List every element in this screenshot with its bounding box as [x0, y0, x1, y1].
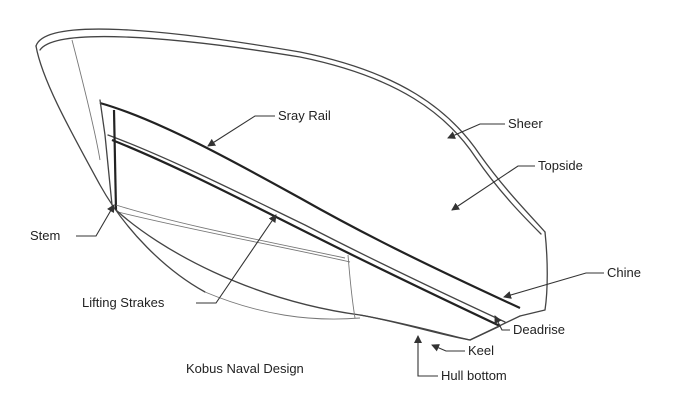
- chine-label: Chine: [607, 265, 641, 280]
- sheer-label: Sheer: [508, 116, 543, 131]
- keel-label: Keel: [468, 343, 494, 358]
- spray-rail-bottom: [107, 134, 506, 323]
- hull-bottom-leader: [414, 335, 438, 377]
- credit-label: Kobus Naval Design: [186, 361, 304, 376]
- hull-bottom-label: Hull bottom: [441, 368, 507, 383]
- sheer-leader: [447, 123, 505, 139]
- bottom-run: [359, 314, 521, 341]
- lifting-strake-1: [115, 204, 346, 259]
- spray-rail-top: [99, 101, 521, 309]
- lifting-strake-2: [117, 211, 351, 263]
- keel-line: [115, 209, 471, 341]
- topside-leader: [451, 165, 535, 211]
- transom-edge: [519, 231, 548, 317]
- spray-rail-leader: [207, 115, 275, 147]
- stem-line: [112, 109, 118, 211]
- deadrise-label: Deadrise: [513, 322, 565, 337]
- chine-leader: [503, 272, 604, 299]
- bow-construction-line: [71, 39, 101, 161]
- deadrise-edge: [469, 325, 501, 341]
- keel-leader: [431, 344, 465, 352]
- lifting-strakes-label: Lifting Strakes: [82, 295, 165, 310]
- labels: Sray Rail Sheer Topside Stem Chine Lifti…: [30, 108, 641, 383]
- stem-leader: [76, 204, 115, 237]
- leader-lines: [76, 115, 604, 377]
- lifting-strakes-leader: [196, 214, 277, 304]
- keel-line-2: [204, 291, 361, 320]
- chine-line: [111, 138, 501, 327]
- hull-drawing: [35, 28, 548, 341]
- sheer-line-inner: [39, 35, 542, 235]
- stem-label: Stem: [30, 228, 60, 243]
- sheer-line: [35, 28, 546, 233]
- deadrise-leader: [494, 315, 510, 331]
- topside-label: Topside: [538, 158, 583, 173]
- spray-rail-label: Sray Rail: [278, 108, 331, 123]
- bow-profile: [35, 45, 206, 293]
- station-line: [347, 254, 356, 319]
- stem-line-secondary: [99, 99, 113, 206]
